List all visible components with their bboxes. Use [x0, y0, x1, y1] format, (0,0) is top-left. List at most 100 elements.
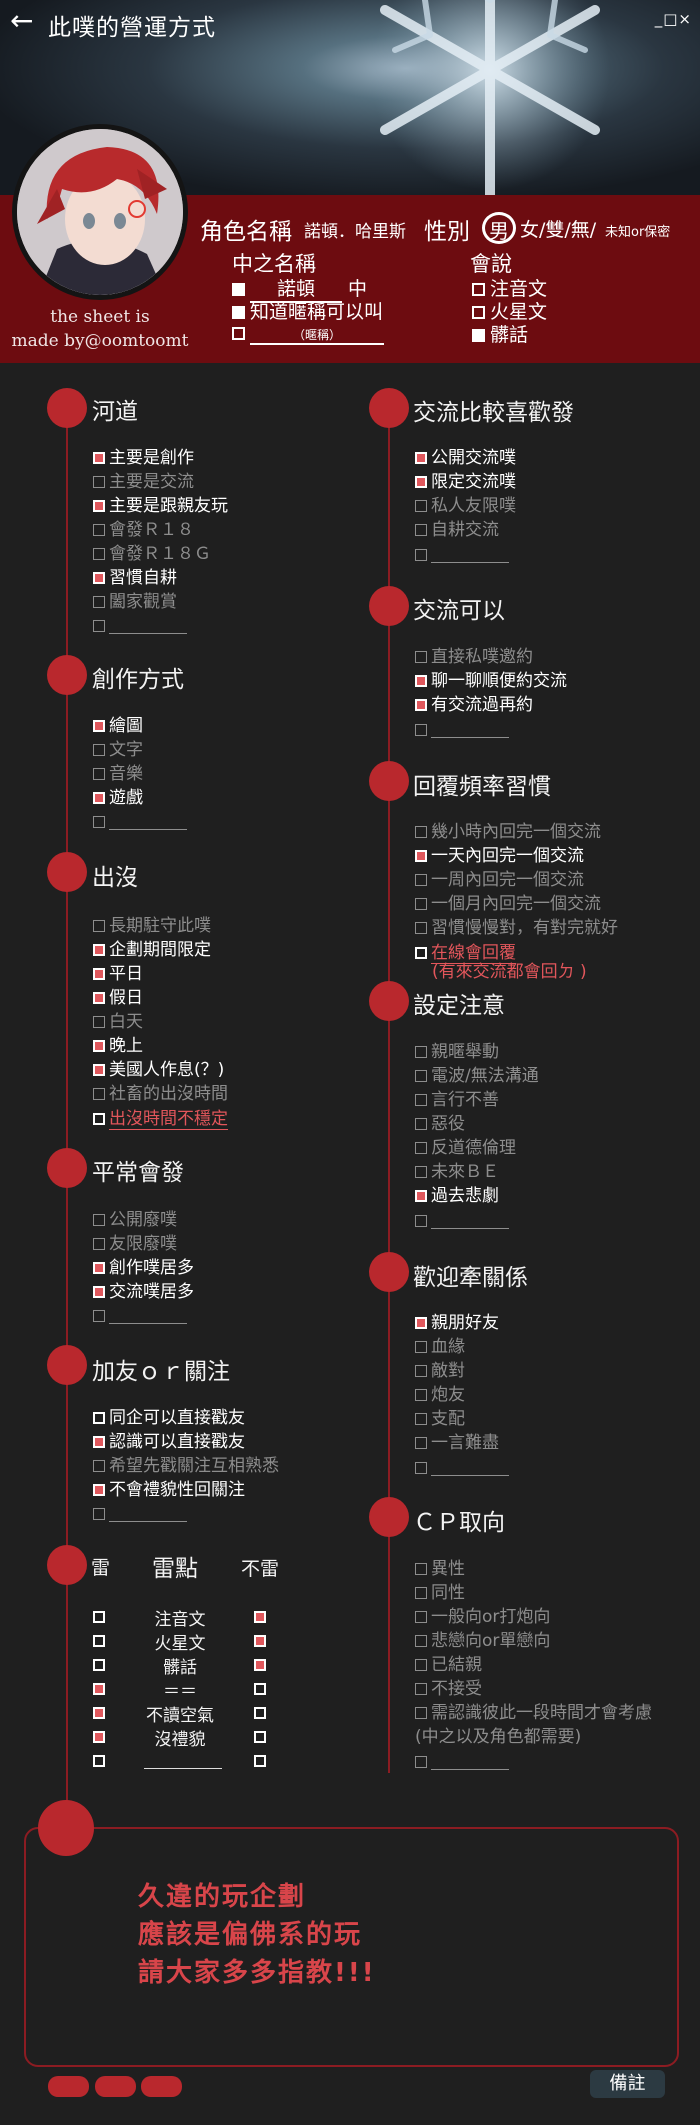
blank-item[interactable]: [415, 1209, 509, 1233]
list-item[interactable]: 同企可以直接戳友: [93, 1406, 245, 1430]
list-item[interactable]: 文字: [93, 738, 143, 762]
list-item[interactable]: 惡役: [415, 1112, 465, 1136]
window-controls-icon[interactable]: _□×: [654, 10, 692, 28]
thunder-left-box[interactable]: [93, 1677, 109, 1701]
list-item[interactable]: 主要是跟親友玩: [93, 494, 228, 518]
list-item[interactable]: 電波/無法溝通: [415, 1064, 539, 1088]
back-arrow-icon[interactable]: ←: [10, 4, 34, 37]
thunder-blank[interactable]: [144, 1749, 222, 1773]
thunder-left-box[interactable]: [93, 1653, 109, 1677]
list-item[interactable]: 聊一聊順便約交流: [415, 669, 567, 693]
section-title-appear: 出沒: [92, 865, 138, 891]
list-item[interactable]: 一個月內回完一個交流: [415, 892, 601, 916]
list-item[interactable]: 親暱舉動: [415, 1040, 499, 1064]
list-item[interactable]: 私人友限噗: [415, 494, 516, 518]
list-item[interactable]: 主要是交流: [93, 470, 194, 494]
thunder-right-box[interactable]: [254, 1605, 270, 1629]
list-item[interactable]: 有交流過再約: [415, 693, 533, 717]
list-item[interactable]: 習慣慢慢對，有對完就好: [415, 916, 618, 940]
blank-item[interactable]: [415, 543, 509, 567]
thunder-right-box[interactable]: [254, 1629, 270, 1653]
thunder-left-box[interactable]: [93, 1605, 109, 1629]
speak-checkbox[interactable]: [472, 283, 485, 296]
section-dot: [47, 655, 87, 695]
list-item[interactable]: 異性: [415, 1557, 465, 1581]
list-item[interactable]: 自耕交流: [415, 518, 499, 542]
list-item[interactable]: 敵對: [415, 1359, 465, 1383]
list-item[interactable]: 繪圖: [93, 714, 143, 738]
list-item[interactable]: 友限廢噗: [93, 1232, 177, 1256]
list-item[interactable]: 公開廢噗: [93, 1208, 177, 1232]
thunder-right-box[interactable]: [254, 1653, 270, 1677]
list-item[interactable]: 血緣: [415, 1335, 465, 1359]
list-item[interactable]: 主要是創作: [93, 446, 194, 470]
thunder-right-box[interactable]: [254, 1701, 270, 1725]
page-dot-2[interactable]: [95, 2076, 136, 2097]
list-item[interactable]: 同性: [415, 1581, 465, 1605]
list-item[interactable]: 未來ＢＥ: [415, 1160, 499, 1184]
nickname-checkbox[interactable]: [232, 283, 245, 296]
page-dot-3[interactable]: [141, 2076, 182, 2097]
list-item[interactable]: 一般向or打炮向: [415, 1605, 550, 1629]
blank-item[interactable]: [93, 614, 187, 638]
list-item[interactable]: 一周內回完一個交流: [415, 868, 584, 892]
nickname-hint-checkbox[interactable]: [232, 327, 245, 340]
blank-item[interactable]: [93, 810, 187, 834]
list-item[interactable]: 出沒時間不穩定: [93, 1107, 228, 1131]
list-item[interactable]: 會發Ｒ１８Ｇ: [93, 542, 211, 566]
list-item[interactable]: 遊戲: [93, 786, 143, 810]
list-item[interactable]: 不會禮貌性回關注: [93, 1478, 245, 1502]
blank-item[interactable]: [415, 718, 509, 742]
speak-checkbox[interactable]: [472, 329, 485, 342]
list-item[interactable]: 平日: [93, 962, 143, 986]
list-item[interactable]: 限定交流噗: [415, 470, 516, 494]
thunder-left-box[interactable]: [93, 1701, 109, 1725]
list-item[interactable]: 一天內回完一個交流: [415, 844, 584, 868]
list-item[interactable]: 反道德倫理: [415, 1136, 516, 1160]
list-item[interactable]: 會發Ｒ１８: [93, 518, 194, 542]
list-item[interactable]: 不接受: [415, 1677, 482, 1701]
thunder-right-box[interactable]: [254, 1677, 270, 1701]
list-item[interactable]: 認識可以直接戳友: [93, 1430, 245, 1454]
list-item[interactable]: 幾小時內回完一個交流: [415, 820, 601, 844]
thunder-left-box[interactable]: [93, 1725, 109, 1749]
nickname-known-checkbox[interactable]: [232, 306, 245, 319]
list-item[interactable]: 希望先戳關注互相熟悉: [93, 1454, 279, 1478]
list-item[interactable]: 企劃期間限定: [93, 938, 211, 962]
list-item[interactable]: 需認識彼此一段時間才會考慮: [415, 1701, 652, 1725]
list-item[interactable]: 已結親: [415, 1653, 482, 1677]
list-item[interactable]: 晚上: [93, 1034, 143, 1058]
list-item[interactable]: 支配: [415, 1407, 465, 1431]
list-item[interactable]: 交流噗居多: [93, 1280, 194, 1304]
list-item[interactable]: 公開交流噗: [415, 446, 516, 470]
list-item[interactable]: 闔家觀賞: [93, 590, 177, 614]
page-dot-1[interactable]: [48, 2076, 89, 2097]
list-item[interactable]: 音樂: [93, 762, 143, 786]
list-item[interactable]: 白天: [93, 1010, 143, 1034]
list-item[interactable]: 習慣自耕: [93, 566, 177, 590]
list-item[interactable]: 炮友: [415, 1383, 465, 1407]
thunder-left-box[interactable]: [93, 1629, 109, 1653]
blank-item[interactable]: [415, 1750, 509, 1774]
list-item[interactable]: 悲戀向or單戀向: [415, 1629, 550, 1653]
list-item[interactable]: 長期駐守此噗: [93, 914, 211, 938]
list-item[interactable]: 社畜的出沒時間: [93, 1082, 228, 1106]
list-item[interactable]: 直接私噗邀約: [415, 645, 533, 669]
note-button[interactable]: 備註: [590, 2070, 665, 2098]
list-item[interactable]: 過去悲劇: [415, 1184, 499, 1208]
speak-checkbox[interactable]: [472, 306, 485, 319]
list-item[interactable]: 親朋好友: [415, 1311, 499, 1335]
list-item[interactable]: 假日: [93, 986, 143, 1010]
thunder-right-box[interactable]: [254, 1725, 270, 1749]
thunder-left-box[interactable]: [93, 1749, 109, 1773]
thunder-right-box[interactable]: [254, 1749, 270, 1773]
blank-item[interactable]: [415, 1456, 509, 1480]
list-item[interactable]: 言行不善: [415, 1088, 499, 1112]
list-item[interactable]: 美國人作息(？): [93, 1058, 224, 1082]
blank-item[interactable]: [93, 1502, 187, 1526]
gender-selected[interactable]: 男: [482, 212, 516, 244]
list-item[interactable]: 創作噗居多: [93, 1256, 194, 1280]
list-item[interactable]: 在線會回覆: [415, 941, 516, 965]
list-item[interactable]: 一言難盡: [415, 1431, 499, 1455]
blank-item[interactable]: [93, 1304, 187, 1328]
